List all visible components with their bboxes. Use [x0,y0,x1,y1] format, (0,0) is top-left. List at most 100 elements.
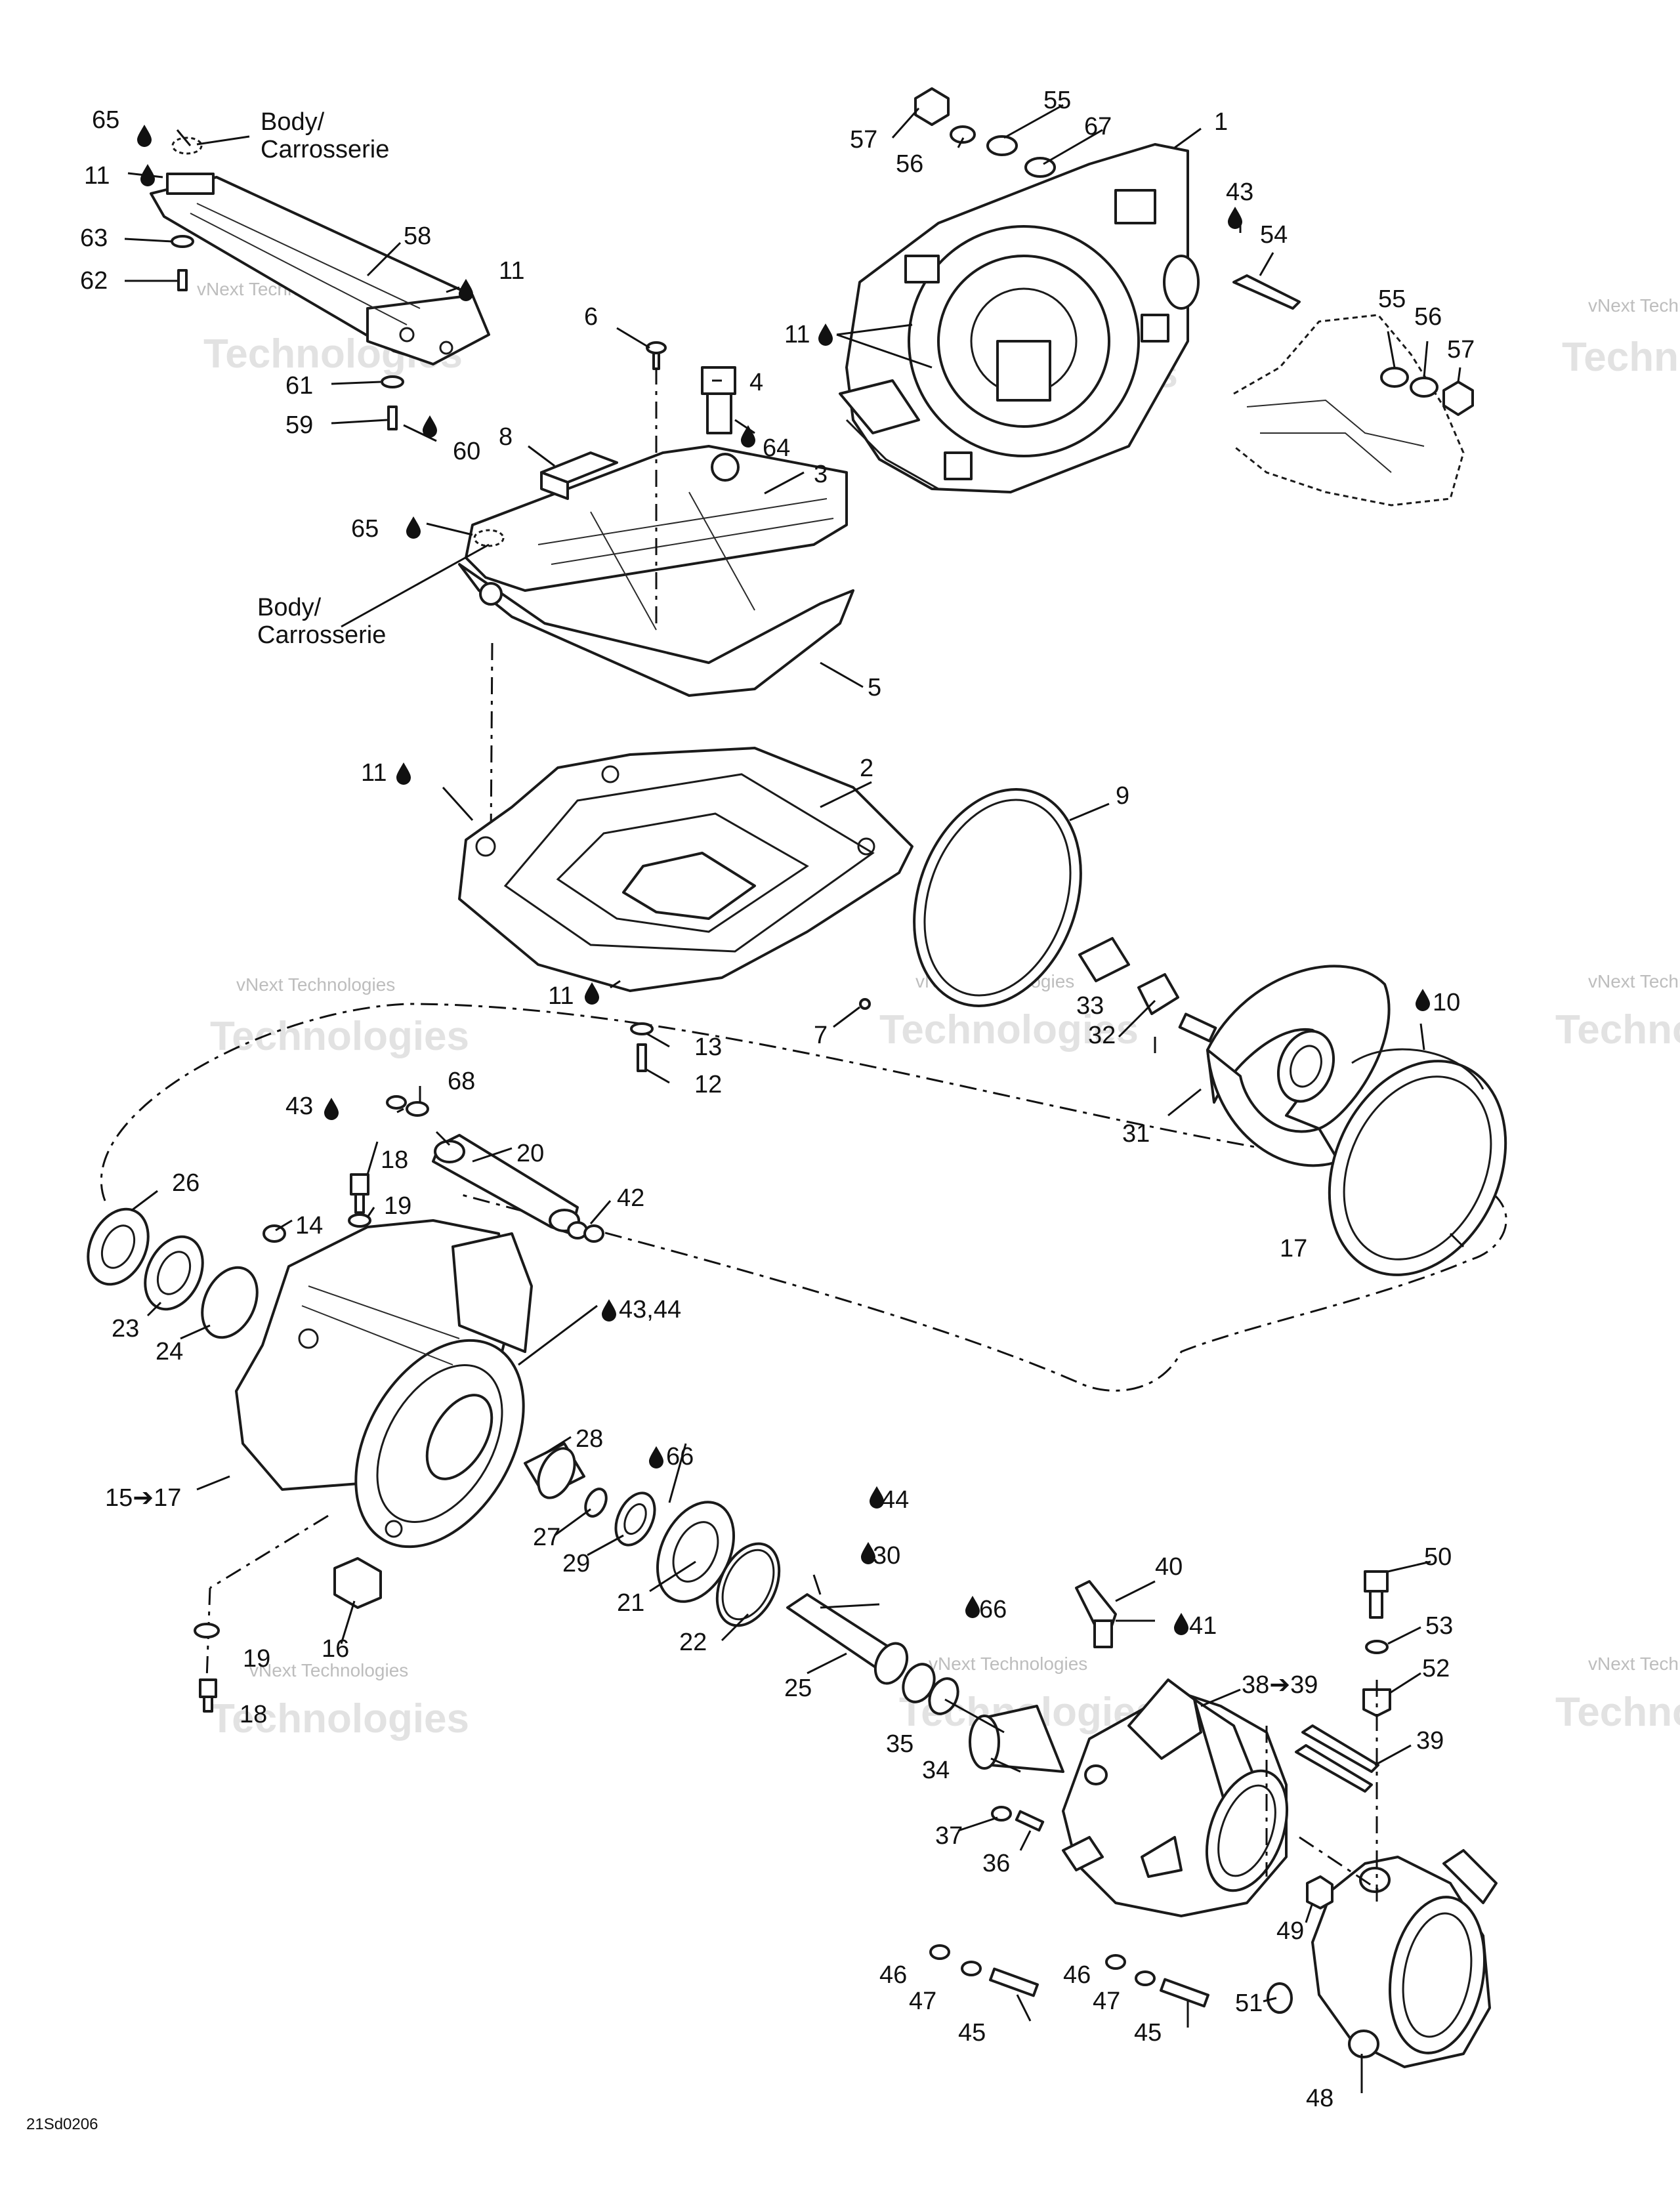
callout-15-to-17: 15➔17 [105,1484,181,1512]
watermark-text: vNext Technologies [236,974,395,995]
callout-16: 16 [322,1635,349,1663]
callout-2: 2 [860,755,873,782]
drop-icon [585,982,599,1005]
callout-19: 19 [384,1192,411,1220]
callout-11: 11 [84,162,110,190]
callout-35: 35 [886,1730,914,1758]
callout-57: 57 [850,126,877,154]
callout-14: 14 [295,1212,323,1239]
part-49-51-bushings [1267,1875,1334,2014]
callout-9: 9 [1116,782,1129,810]
callout-5: 5 [868,674,881,701]
callout-6: 6 [584,303,598,331]
watermark-text: Technologies [1555,1690,1680,1735]
callout-45: 45 [1134,2019,1162,2047]
callout-64: 64 [763,434,790,462]
callout-43: 43 [1226,178,1253,206]
callout-3: 3 [814,461,828,488]
callout-50: 50 [1424,1543,1452,1571]
part-33-32-bushings [1078,937,1179,1015]
callout-labels: 65 11 63 62 58 11 61 59 60 6 4 64 8 3 65… [80,87,1475,2112]
callout-11: 11 [361,759,387,787]
callout-25: 25 [784,1675,812,1702]
callout-49: 49 [1276,1917,1304,1945]
callout-65: 65 [92,106,119,134]
callout-28: 28 [576,1425,603,1453]
callout-11: 11 [784,321,810,348]
hull-background-sketch [1232,274,1474,507]
part-16-hardware [194,1514,382,1713]
body-note-line1: Body/ [257,594,322,621]
callout-11: 11 [499,257,524,285]
part-36-37-screw [991,1806,1045,1832]
callout-27: 27 [533,1524,560,1551]
callout-29: 29 [562,1550,590,1577]
callout-19: 19 [243,1645,270,1673]
drop-icon [137,125,152,147]
watermark-text: vNext Technologies [249,1660,408,1680]
callout-26: 26 [172,1169,200,1197]
callout-7: 7 [814,1022,828,1049]
part-26-23-24-cap-seals [87,1207,259,1339]
callout-13: 13 [694,1033,722,1061]
callout-34: 34 [922,1757,950,1784]
part-20-support-strut [386,1095,604,1243]
drop-icon [1416,989,1430,1011]
part-15-pump-housing [235,1173,533,1549]
part-38-venturi [1062,1678,1289,1917]
callout-47: 47 [909,1988,936,2015]
callout-10: 10 [1433,989,1460,1016]
callout-39: 39 [1416,1727,1444,1755]
body-notes: Body/ Carrosserie Body/ Carrosserie [257,108,389,649]
callout-66: 66 [979,1596,1007,1623]
drop-icon [649,1446,663,1468]
callout-11: 11 [548,982,574,1010]
part-17-wear-ring-large [1328,1048,1507,1276]
callout-53: 53 [1425,1612,1453,1640]
body-note-line2: Carrosserie [261,136,389,163]
callout-30: 30 [873,1542,900,1570]
callout-44: 44 [881,1486,909,1514]
callout-17: 17 [1280,1235,1307,1262]
callout-20: 20 [516,1140,544,1167]
watermark-text: vNext Technologies [1588,1654,1680,1674]
callout-42: 42 [617,1184,644,1212]
callout-51: 51 [1235,1989,1263,2017]
drop-icon [818,323,833,346]
alignment-line [490,642,494,841]
drop-icon [1174,1613,1188,1635]
drop-icon [1228,207,1242,229]
callout-37: 37 [935,1822,963,1850]
watermark-text: vNext Technologies [1588,295,1680,316]
watermark-text: vNext Technologies [929,1654,1087,1674]
callout-54: 54 [1260,221,1288,249]
callout-40: 40 [1155,1553,1183,1581]
callout-32: 32 [1088,1022,1116,1049]
callout-65: 65 [351,515,379,543]
figure-code: 21Sd0206 [26,2115,98,2133]
callout-31: 31 [1122,1120,1150,1148]
drive-bearing-stack [524,1442,781,1627]
callout-36: 36 [982,1850,1010,1877]
assembly-boundary-line [100,1003,1507,1392]
callout-52: 52 [1422,1655,1450,1682]
drop-icon [870,1486,884,1509]
part-45-46-47-screws [929,1944,1209,2008]
watermark-text: Technologies [210,1696,469,1741]
callout-45: 45 [958,2019,986,2047]
callout-33: 33 [1076,992,1104,1020]
drop-icon [140,164,155,186]
part-31-impeller [1178,965,1391,1167]
callout-59: 59 [285,411,313,439]
callout-56: 56 [1414,303,1442,331]
drop-icon [965,1596,980,1618]
lubricant-drop-icons [137,125,1430,1635]
part-top-hardware [914,87,1056,178]
callout-62: 62 [80,267,108,295]
callout-68: 68 [448,1068,475,1095]
callout-46: 46 [879,1961,907,1989]
part-34-cone [969,1705,1064,1773]
callout-57: 57 [1447,336,1475,364]
drop-icon [423,415,437,438]
